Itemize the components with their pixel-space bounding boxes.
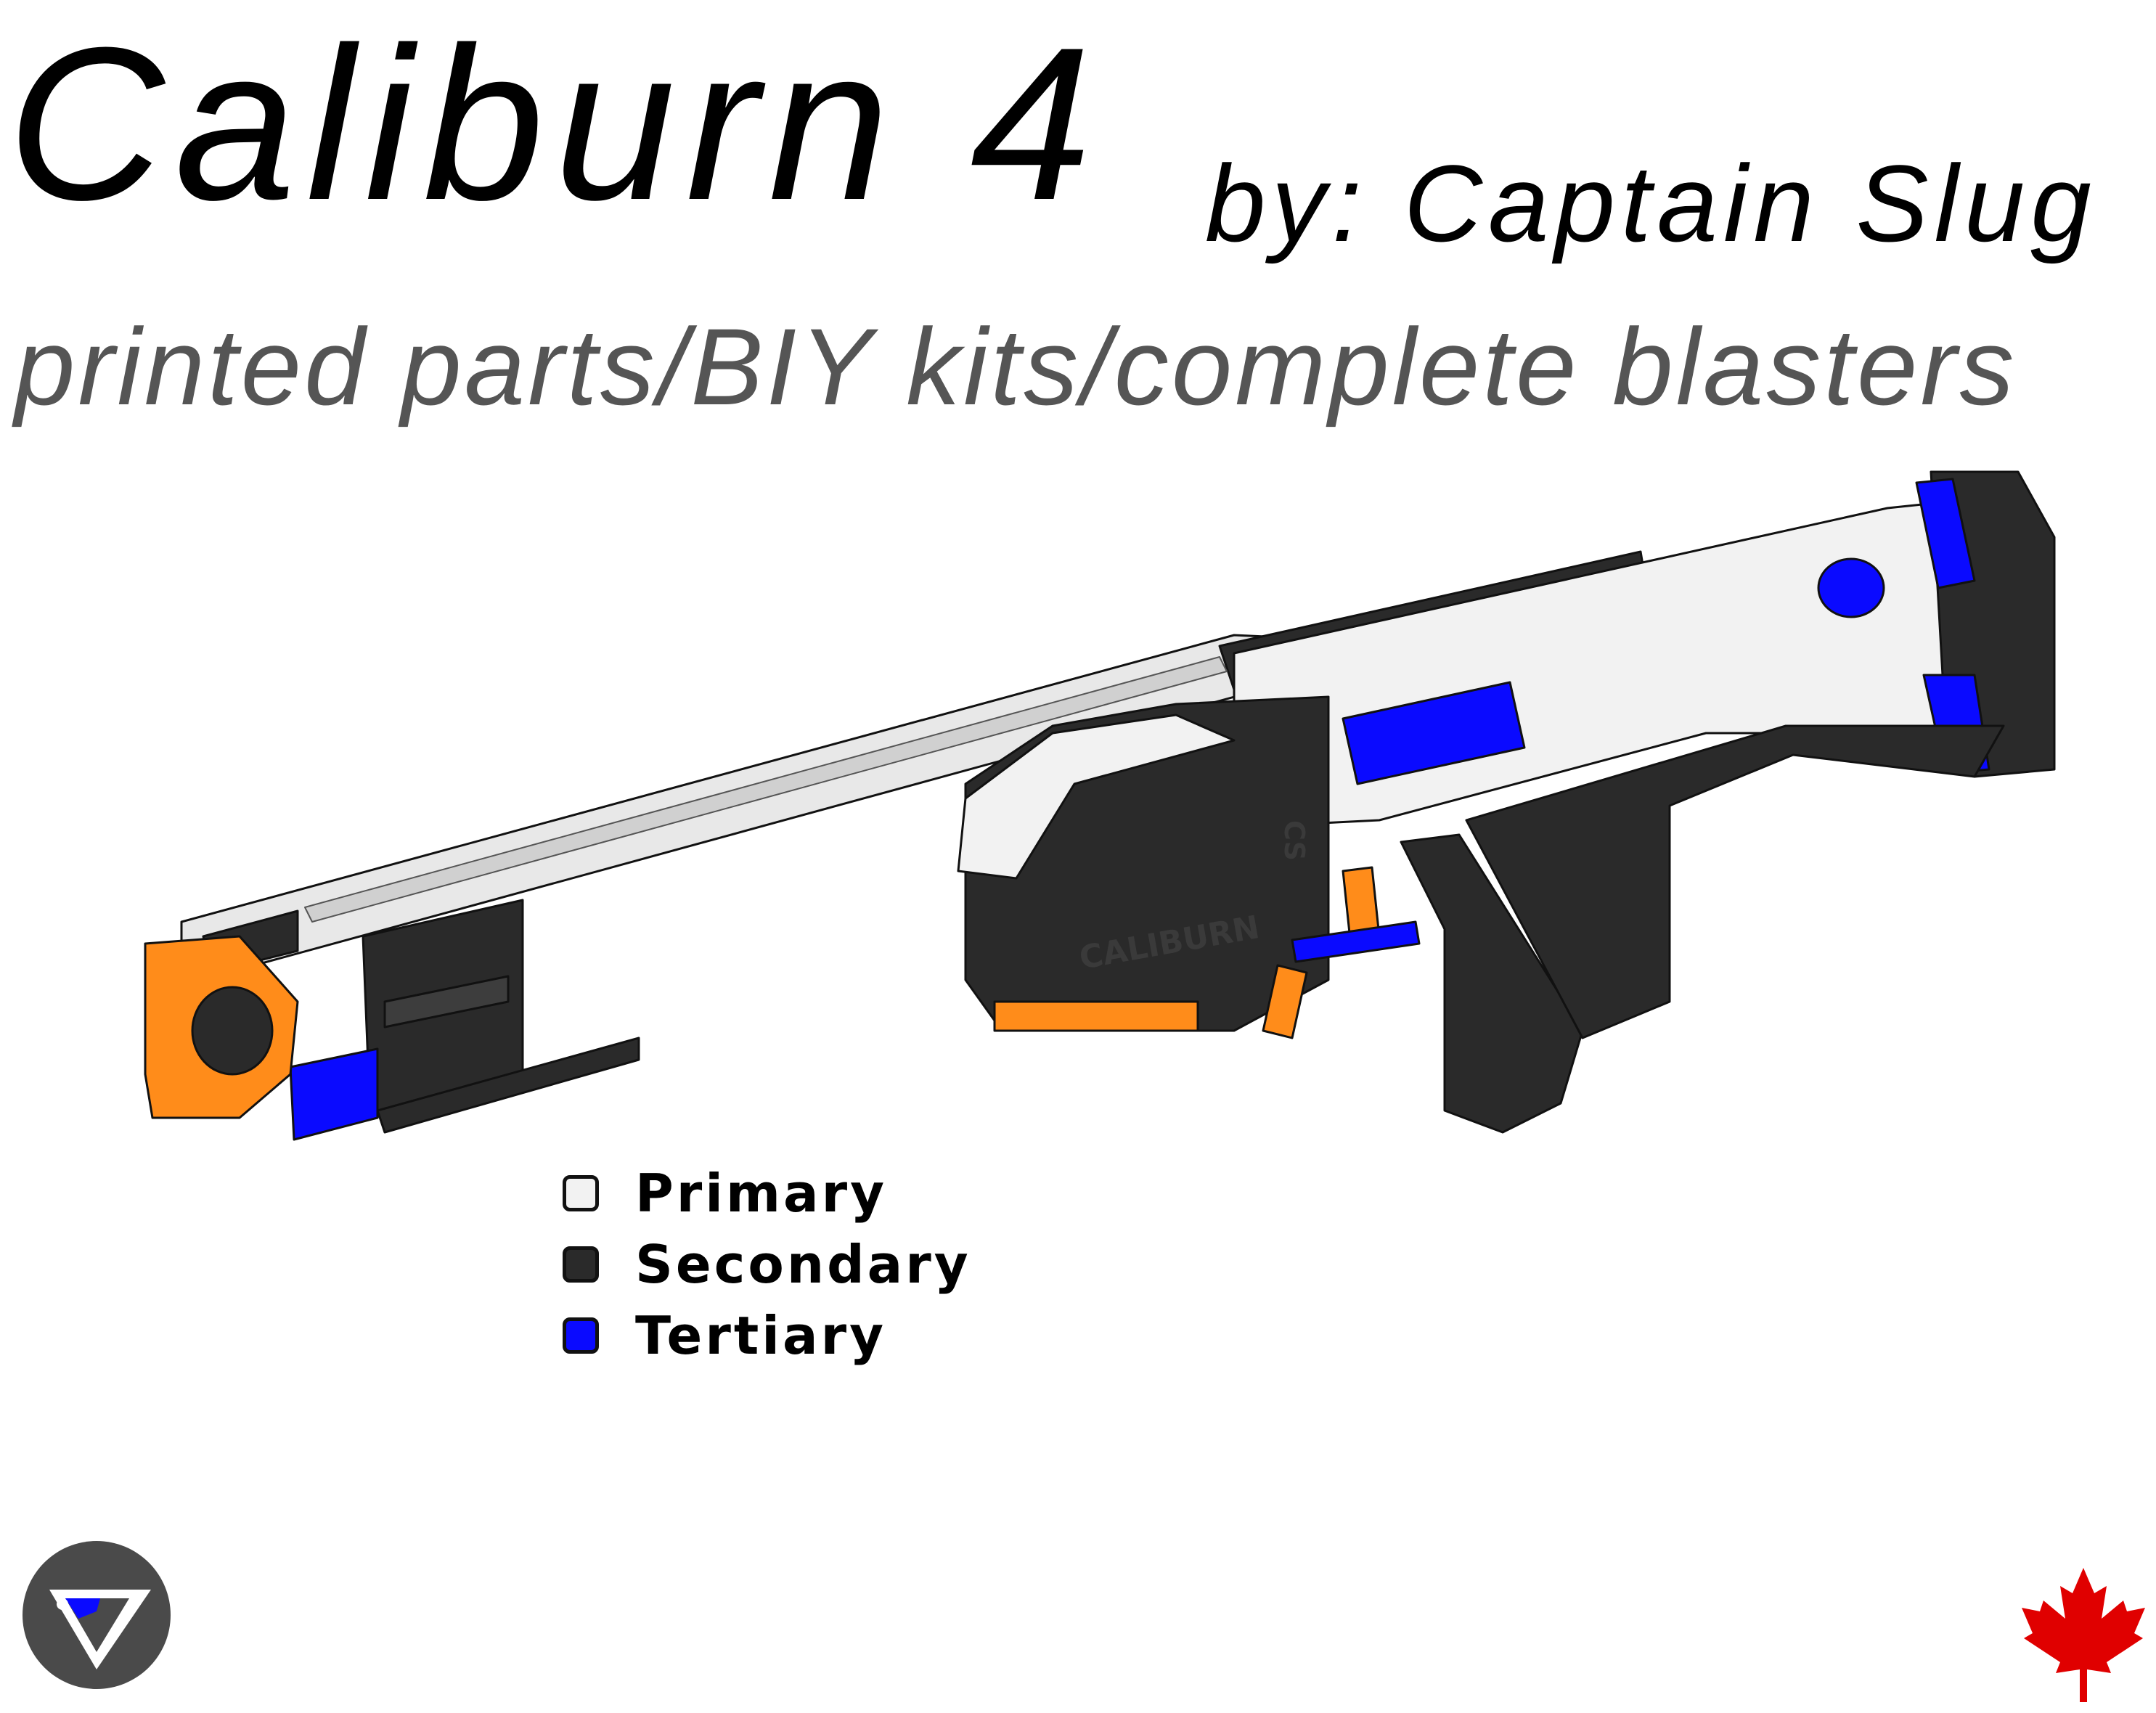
muzzle-bore — [191, 986, 274, 1076]
captain-slug-logo-icon — [23, 1541, 171, 1689]
barrel-collar — [289, 1047, 379, 1141]
blaster-render: CALIBURN CS — [144, 470, 2056, 1141]
secondary-swatch — [563, 1246, 599, 1283]
page-title: Caliburn 4 — [7, 1, 1102, 245]
legend-item-secondary: Secondary — [563, 1229, 971, 1300]
trigger — [1262, 964, 1308, 1039]
blue-link — [1291, 920, 1421, 963]
cs-stamp: CS — [1278, 820, 1310, 861]
legend-label: Secondary — [635, 1234, 971, 1295]
tertiary-swatch — [563, 1317, 599, 1354]
plunger-tube — [1342, 681, 1526, 785]
tagline: printed parts/BIY kits/complete blasters — [15, 306, 2017, 428]
magwell-orange-foot — [993, 1000, 1199, 1032]
color-legend: Primary Secondary Tertiary — [563, 1158, 971, 1371]
author-byline: by: Captain Slug — [1205, 142, 2097, 264]
stock-blue-upper — [1915, 478, 1976, 589]
legend-label: Primary — [635, 1163, 888, 1224]
front-cage-grips — [383, 975, 510, 1029]
maple-leaf-icon — [2022, 1568, 2145, 1702]
legend-label: Tertiary — [635, 1305, 887, 1366]
legend-item-tertiary: Tertiary — [563, 1300, 971, 1371]
legend-item-primary: Primary — [563, 1158, 971, 1229]
primary-swatch — [563, 1175, 599, 1211]
grip-frame — [1465, 724, 2005, 1039]
rail-under — [376, 1037, 640, 1134]
stock-blue-knob — [1817, 557, 1885, 618]
magwell-white-face — [957, 714, 1236, 880]
pistol-grip — [1400, 833, 1584, 1134]
